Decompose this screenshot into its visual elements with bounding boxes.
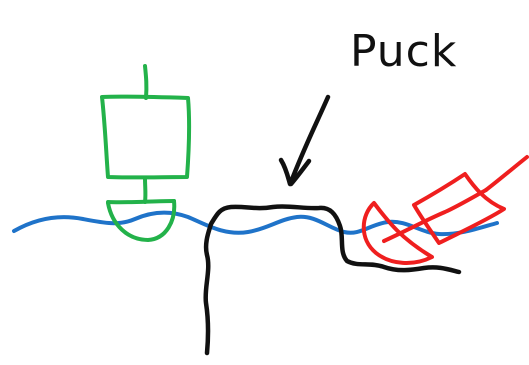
green-box [102, 97, 189, 178]
green-hull-top [108, 201, 174, 202]
green-hull-bowl [108, 201, 174, 240]
red-object [364, 157, 527, 263]
green-mast [145, 66, 146, 98]
puck-label: Puck [350, 26, 457, 77]
red-mast [486, 157, 527, 190]
pointer-arrow [281, 97, 328, 184]
arrow-head-left [281, 160, 290, 184]
arrow-shaft [291, 97, 328, 182]
